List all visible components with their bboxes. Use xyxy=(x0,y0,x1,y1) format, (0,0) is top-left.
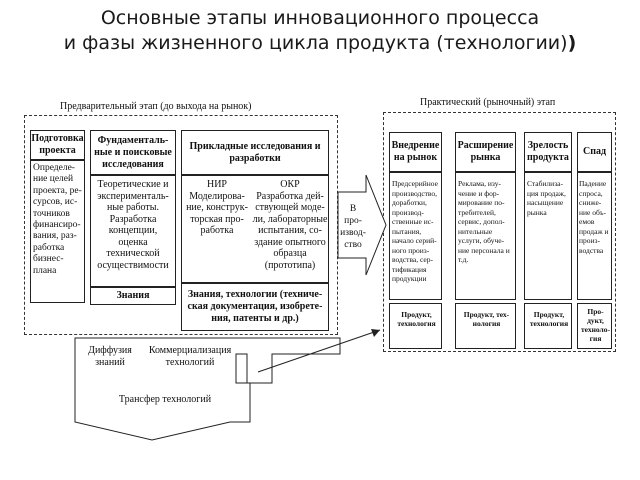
transfer-curve-arrowhead xyxy=(371,329,380,337)
okr-title: ОКР xyxy=(280,179,300,190)
title-line-1: Основные этапы инновационного процесса xyxy=(100,7,540,29)
col-maturity-body-text: Стабилиза-ция продаж, насыщение рынка xyxy=(527,179,566,217)
technology-transfer-label: Трансфер технологий xyxy=(118,394,212,405)
col-intro-product-box: Продукт, технология xyxy=(389,303,442,349)
production-arrow-label: В про-извод-ство xyxy=(340,204,366,250)
col-maturity-product: Продукт, технология xyxy=(529,310,569,328)
header-product-maturity: Зрелость продукта xyxy=(524,132,572,172)
nir-block: НИР Моделирова-ние, конструк-торская про… xyxy=(184,179,250,237)
col-expansion-body-box: Реклама, изу-чение и фор-мирование по-тр… xyxy=(455,172,516,300)
commercialization-label: Коммерциализация технологий xyxy=(148,345,232,368)
col-expansion-product-box: Продукт, тех-нология xyxy=(455,303,516,349)
header-applied-research: Прикладные исследования и разработки xyxy=(181,130,329,175)
col-decline-product: Про-дукт, техноло-гия xyxy=(580,307,611,343)
okr-block: ОКР Разработка дей-ствующей моде-ли, лаб… xyxy=(252,179,328,271)
diffusion-label: Диффузия знаний xyxy=(88,345,132,368)
transfer-arrow xyxy=(74,337,341,441)
header-market-introduction: Внедрение на рынок xyxy=(389,132,442,172)
col-maturity-body-box: Стабилиза-ция продаж, насыщение рынка xyxy=(524,172,572,300)
header-fundamental-research: Фундаменталь-ные и поисковые исследовани… xyxy=(90,130,176,175)
col-decline-body-box: Падение спроса, сниже-ние объ-емов прода… xyxy=(577,172,612,300)
okr-body: Разработка дей-ствующей моде-ли, лаборат… xyxy=(252,190,328,271)
col2-body-text: Теоретические и эксперименталь-ные работ… xyxy=(97,179,169,271)
header-market-expansion: Расширение рынка xyxy=(455,132,516,172)
production-arrow xyxy=(337,174,387,276)
nir-title: НИР xyxy=(206,179,227,190)
col-decline-product-box: Про-дукт, техноло-гия xyxy=(577,303,612,349)
col-decline-body-text: Падение спроса, сниже-ние объ-емов прода… xyxy=(579,179,609,255)
footer-knowledge-technologies: Знания, технологии (техниче-ская докумен… xyxy=(181,283,329,331)
col-intro-body-box: Предсерийное производство, доработки, пр… xyxy=(389,172,442,300)
practical-stage-label: Практический (рыночный) этап xyxy=(420,97,556,108)
col3-body-box: НИР Моделирова-ние, конструк-торская про… xyxy=(181,175,329,283)
footer-knowledge: Знания xyxy=(90,287,176,305)
col2-body-box: Теоретические и эксперименталь-ные работ… xyxy=(90,175,176,287)
prelim-stage-label: Предварительный этап (до выхода на рынок… xyxy=(60,101,252,112)
col-expansion-body-text: Реклама, изу-чение и фор-мирование по-тр… xyxy=(458,179,510,264)
header-project-preparation: Подготовка проекта xyxy=(30,130,85,160)
nir-body: Моделирова-ние, конструк-торская про-раб… xyxy=(186,190,248,237)
col1-body-box: Определе-ние целей проекта, ре-сурсов, и… xyxy=(30,160,85,303)
title-line-2: и фазы жизненного цикла продукта (технол… xyxy=(63,32,577,54)
header-decline: Спад xyxy=(577,132,612,172)
col-intro-body-text: Предсерийное производство, доработки, пр… xyxy=(392,179,438,283)
col-maturity-product-box: Продукт, технология xyxy=(524,303,572,349)
transfer-curve-arrow xyxy=(257,329,381,373)
col1-body-text: Определе-ние целей проекта, ре-сурсов, и… xyxy=(33,163,82,276)
col-expansion-product: Продукт, тех-нология xyxy=(463,310,510,328)
col-intro-product: Продукт, технология xyxy=(397,310,436,328)
